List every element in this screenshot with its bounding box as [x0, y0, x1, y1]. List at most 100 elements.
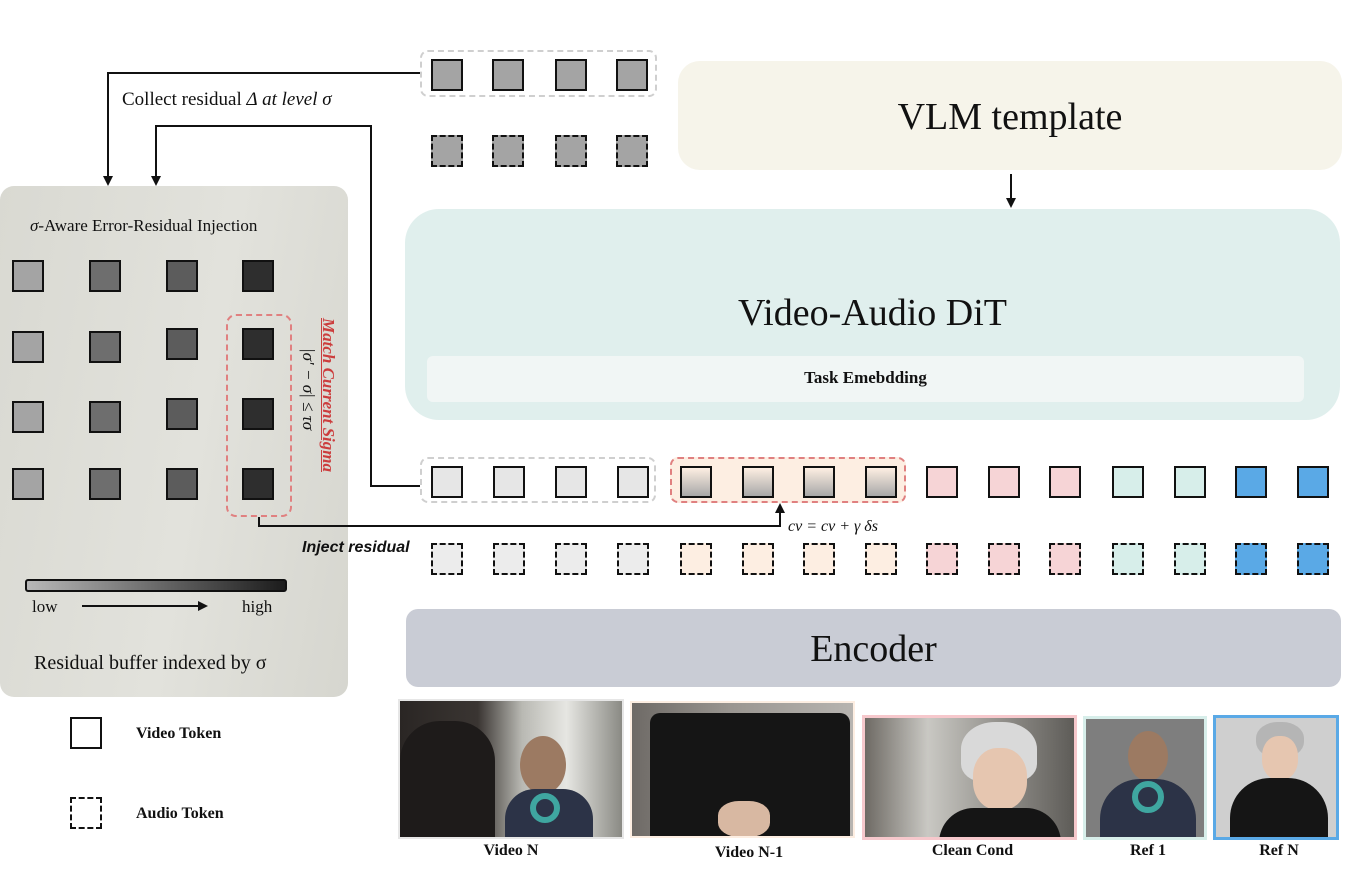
buffer-token: [166, 328, 198, 360]
audio-token: [1174, 543, 1206, 575]
injected-video-token: [803, 466, 835, 498]
top-video-token: [431, 59, 463, 91]
inject-residual-label: Inject residual: [302, 539, 410, 556]
caption-video-n: Video N: [483, 842, 539, 859]
audio-token: [1049, 543, 1081, 575]
inject-arrow: [258, 503, 785, 527]
top-video-token: [492, 59, 524, 91]
vlm-template-box: VLM template: [678, 61, 1342, 170]
buffer-label: Residual buffer indexed by σ: [34, 652, 267, 674]
buffer-token: [12, 401, 44, 433]
matched-column-highlight: [226, 314, 292, 517]
caption-video-n-1: Video N-1: [714, 844, 784, 861]
legend-video-token: [70, 717, 102, 749]
ref-n-image: [1213, 715, 1339, 840]
video-n-image: [398, 699, 624, 839]
caption-ref-1: Ref 1: [1130, 842, 1166, 859]
injected-video-token: [680, 466, 712, 498]
gradient-bar: [25, 579, 287, 592]
buffer-token: [242, 260, 274, 292]
top-video-token: [616, 59, 648, 91]
buffer-token: [166, 260, 198, 292]
sigma-symbol: σ: [30, 216, 39, 235]
ref1-video-token: [1112, 466, 1144, 498]
face: [1262, 736, 1298, 780]
gradient-high-label: high: [242, 597, 273, 616]
top-token-group: [420, 50, 657, 97]
legend-audio-label: Audio Token: [136, 805, 224, 822]
audio-token: [865, 543, 897, 575]
collect-arrow: [103, 72, 420, 186]
person-silhouette: [400, 721, 495, 837]
injected-video-token: [865, 466, 897, 498]
top-video-token: [555, 59, 587, 91]
encoder-label: Encoder: [810, 628, 937, 670]
buffer-token: [12, 260, 44, 292]
encoder-box: Encoder: [406, 609, 1341, 687]
clean-cond-video-token: [988, 466, 1020, 498]
gradient-low-label: low: [32, 597, 58, 616]
buffer-token: [12, 468, 44, 500]
necklace: [1132, 781, 1164, 813]
feedback-arrow: [151, 125, 420, 487]
audio-token: [493, 543, 525, 575]
dit-box: Video-Audio DiT Task Emebdding: [405, 209, 1340, 420]
audio-token: [1112, 543, 1144, 575]
video-n-token-group: [420, 457, 656, 503]
panel-title-text: -Aware Error-Residual Injection: [38, 216, 258, 235]
video-token: [493, 466, 525, 498]
task-embedding-bar: Task Emebdding: [427, 356, 1304, 402]
hoodie: [939, 808, 1061, 837]
clean-cond-video-token: [1049, 466, 1081, 498]
buffer-token: [89, 260, 121, 292]
task-embedding-label: Task Emebdding: [804, 368, 927, 387]
clean-cond-video-token: [926, 466, 958, 498]
hoodie: [1230, 778, 1328, 837]
buffer-token: [242, 468, 274, 500]
audio-token: [988, 543, 1020, 575]
audio-token: [803, 543, 835, 575]
clean-cond-image: [862, 715, 1077, 840]
audio-token: [1297, 543, 1329, 575]
legend-audio-token: [70, 797, 102, 829]
buffer-token: [242, 328, 274, 360]
top-audio-token: [431, 135, 463, 167]
face: [973, 748, 1027, 810]
ref-1-image: [1083, 716, 1207, 840]
buffer-token: [89, 331, 121, 363]
top-audio-token: [492, 135, 524, 167]
audio-token: [555, 543, 587, 575]
audio-token: [926, 543, 958, 575]
buffer-token: [242, 398, 274, 430]
collect-residual-label: Collect residual Δ at level σ: [122, 89, 332, 110]
caption-clean-cond: Clean Cond: [931, 842, 1014, 859]
buffer-token: [89, 401, 121, 433]
panel-title: σ-Aware Error-Residual Injection: [30, 216, 257, 236]
injected-video-token: [742, 466, 774, 498]
audio-token: [1235, 543, 1267, 575]
woman-face: [1128, 731, 1168, 781]
audio-token: [680, 543, 712, 575]
top-audio-token: [555, 135, 587, 167]
dit-label: Video-Audio DiT: [738, 292, 1007, 334]
audio-token: [742, 543, 774, 575]
video-n-1-image: [630, 701, 855, 838]
buffer-token: [166, 398, 198, 430]
audio-token: [431, 543, 463, 575]
refn-video-token: [1297, 466, 1329, 498]
buffer-token: [12, 331, 44, 363]
video-token: [555, 466, 587, 498]
ref1-video-token: [1174, 466, 1206, 498]
vlm-template-label: VLM template: [897, 96, 1123, 138]
legend-video-label: Video Token: [136, 725, 222, 742]
video-token: [431, 466, 463, 498]
woman-face: [520, 736, 566, 794]
update-formula: cv = cv + γ δs: [788, 518, 878, 535]
buffer-token: [166, 468, 198, 500]
audio-token: [617, 543, 649, 575]
hand: [718, 801, 770, 836]
top-audio-token: [616, 135, 648, 167]
video-token: [617, 466, 649, 498]
caption-ref-n: Ref N: [1259, 842, 1299, 859]
